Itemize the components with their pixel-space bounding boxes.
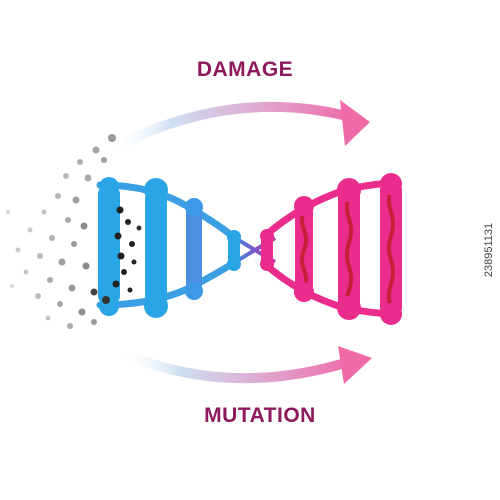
watermark-id: 238951131 [482,150,496,350]
dna-helix-icon [96,173,402,325]
red-wave-3 [387,187,395,309]
red-wave-2 [345,194,353,308]
particle-dust-icon [6,134,142,329]
damage-arrow-icon [105,100,370,155]
blue-rung-3 [186,205,202,293]
watermark-id-text: 238951131 [483,222,495,278]
pink-top-backbone [261,179,402,240]
blue-rung-2 [145,190,167,304]
mutation-arrow-icon [115,346,372,384]
blue-rung-1 [98,186,120,304]
red-wave-1 [300,209,308,289]
mutation-label: MUTATION [204,404,316,427]
blue-top-backbone [96,181,239,242]
blue-bottom-backbone [96,258,239,309]
damage-label: DAMAGE [196,58,294,81]
pink-bottom-backbone [261,260,402,318]
